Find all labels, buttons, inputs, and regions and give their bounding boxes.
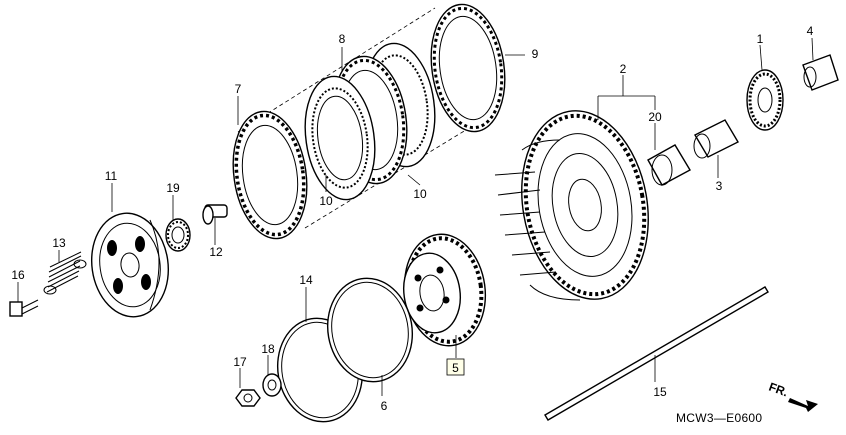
callout-5: 5	[452, 361, 459, 375]
callout-7: 7	[235, 82, 242, 96]
oring-6	[326, 277, 414, 383]
clutch-outer-housing	[494, 110, 649, 301]
callout-6: 6	[381, 399, 388, 413]
callout-10a: 10	[319, 194, 333, 208]
callout-19: 19	[166, 181, 180, 195]
callout-14: 14	[299, 273, 313, 287]
front-direction-arrow: FR.	[767, 380, 818, 412]
callout-12: 12	[209, 245, 223, 259]
callout-17: 17	[233, 355, 247, 369]
callout-13: 13	[52, 236, 66, 250]
callout-8: 8	[339, 32, 346, 46]
callout-1: 1	[757, 32, 764, 46]
steel-plate-10-front	[304, 75, 376, 201]
bushing-4	[802, 54, 839, 91]
callout-5-box: 5	[446, 358, 465, 376]
friction-disc-9	[430, 3, 506, 133]
callout-3: 3	[716, 179, 723, 193]
callout-2: 2	[620, 62, 627, 76]
clutch-center-5	[403, 233, 487, 347]
bearing-19	[165, 218, 191, 252]
pressure-plate-11	[90, 212, 170, 318]
lifter-piece-12	[202, 204, 228, 225]
collar-3	[693, 119, 739, 159]
front-direction-label: FR.	[767, 380, 790, 400]
nut-17	[235, 389, 261, 407]
sprocket-1	[746, 69, 784, 131]
callout-16: 16	[11, 268, 25, 282]
washer-18	[262, 373, 282, 397]
friction-disc-7	[232, 110, 308, 240]
spring-13	[43, 251, 87, 295]
callout-20: 20	[648, 110, 662, 124]
callout-11: 11	[105, 169, 118, 183]
bolt-16	[9, 299, 39, 317]
callout-4: 4	[807, 24, 814, 38]
needle-bearing-20	[647, 144, 691, 186]
pushrod-15	[544, 286, 769, 421]
diagram-code: MCW3—E0600	[676, 411, 762, 425]
leader-lines	[17, 37, 814, 396]
callout-10b: 10	[413, 187, 427, 201]
callout-9: 9	[532, 47, 539, 61]
callout-15: 15	[653, 385, 667, 399]
callout-18: 18	[261, 342, 275, 356]
